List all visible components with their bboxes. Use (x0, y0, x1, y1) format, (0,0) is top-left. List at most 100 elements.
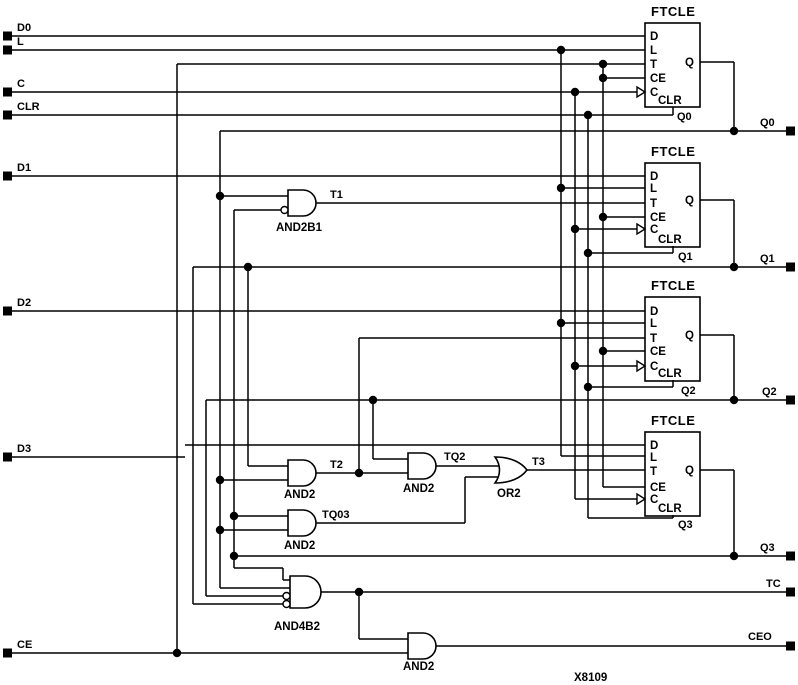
junction-dot (729, 126, 739, 136)
ff1-port-t: T (650, 198, 657, 210)
ff0-port-ce: CE (650, 73, 666, 85)
input-label-d0: D0 (17, 22, 31, 34)
or2-body (493, 456, 529, 484)
ff3-body (644, 431, 701, 517)
and4b2-invert-bubble-icon-2 (282, 599, 291, 609)
junction-dot (556, 45, 566, 55)
output-label-tc: TC (766, 578, 781, 590)
ff0-port-l: L (650, 45, 657, 57)
pad-tc (786, 587, 795, 597)
ff2-port-q: Q (685, 330, 694, 342)
junction-dot (229, 511, 239, 521)
ff3-block: FTCLE D L T CE C CLR Q Q3 (636, 413, 701, 531)
pad-d1 (3, 171, 12, 181)
and4b2-label: AND4B2 (274, 621, 320, 633)
junction-dot (354, 468, 364, 478)
or2-label: OR2 (497, 488, 521, 500)
and2-tq2-label: AND2 (403, 483, 434, 495)
and2-tq2-body (407, 452, 437, 480)
junction-dot (583, 382, 593, 392)
and2-ceo-label: AND2 (403, 661, 434, 673)
io-labels: D0 L C CLR D1 D2 D3 CE Q0 Q1 Q2 Q3 TC CE… (17, 22, 781, 651)
ff3-port-ce: CE (650, 482, 666, 494)
junction-dot (243, 262, 253, 272)
junction-dot (570, 87, 580, 97)
pad-d0 (3, 31, 12, 41)
junction-dot (215, 475, 225, 485)
junction-dot (729, 395, 739, 405)
ff1-port-ce: CE (650, 212, 666, 224)
ff2-port-l: L (650, 318, 657, 330)
junction-dot (556, 183, 566, 193)
and4b2-invert-bubble-icon-1 (282, 591, 291, 601)
ff1-title: FTCLE (651, 144, 695, 159)
ff3-port-c: C (650, 494, 658, 506)
ff3-clock-wedge-icon (636, 492, 647, 506)
gate-and2-tq03: AND2 TQ03 (284, 509, 350, 552)
wires-horizontal (12, 35, 786, 654)
ff0-port-c: C (650, 87, 658, 99)
ff3-port-clr: CLR (658, 503, 682, 515)
input-label-d1: D1 (17, 162, 31, 174)
junction-dot (215, 191, 225, 201)
ff2-port-ce: CE (650, 346, 666, 358)
input-label-d2: D2 (17, 297, 31, 309)
ff3-title: FTCLE (651, 413, 695, 428)
pad-ce (3, 648, 12, 658)
gate-and2b1: AND2B1 T1 (276, 189, 343, 234)
output-label-q1: Q1 (760, 253, 775, 265)
pad-l (3, 45, 12, 55)
junction-dot (598, 59, 608, 69)
ff0-port-t: T (650, 59, 657, 71)
junction-dot (570, 224, 580, 234)
ff1-body (644, 162, 701, 248)
and4b2-body (289, 575, 322, 609)
pad-c (3, 87, 12, 97)
output-label-ceo: CEO (748, 631, 772, 643)
figure-id-label: X8109 (574, 672, 607, 684)
ff0-title: FTCLE (651, 4, 695, 19)
ff2-title: FTCLE (651, 278, 695, 293)
and2-tq03-body (287, 509, 317, 537)
ff2-clock-wedge-icon (636, 359, 647, 373)
ff3-instance-label: Q3 (678, 519, 693, 531)
ff3-port-t: T (650, 466, 657, 478)
and2-ceo-body (407, 632, 437, 660)
net-t3-label: T3 (532, 456, 545, 468)
junction-dot (215, 525, 225, 535)
pad-ceo (786, 641, 795, 651)
and2-tq03-label: AND2 (284, 540, 315, 552)
pad-q1 (786, 262, 795, 272)
pad-q2 (786, 395, 795, 405)
ff1-instance-label: Q1 (678, 251, 693, 263)
junction-dot (556, 318, 566, 328)
ff0-port-d: D (650, 31, 658, 43)
pad-q0 (786, 126, 795, 136)
ff2-port-d: D (650, 306, 658, 318)
gate-and2-ceo: AND2 (403, 632, 437, 673)
pad-clr (3, 110, 12, 120)
ff1-block: FTCLE D L T CE C CLR Q Q1 (636, 144, 701, 263)
input-label-l: L (17, 36, 24, 48)
ff2-body (644, 296, 701, 382)
ff2-port-t: T (650, 333, 657, 345)
junction-dot (229, 551, 239, 561)
junction-dot (570, 361, 580, 371)
ff1-port-d: D (650, 171, 658, 183)
pad-d3 (3, 452, 12, 462)
junction-dot (598, 346, 608, 356)
output-label-q0: Q0 (760, 117, 775, 129)
junction-dot (368, 395, 378, 405)
wires-vertical (176, 50, 735, 653)
ff3-port-d: D (650, 440, 658, 452)
gate-and2-tq2: AND2 TQ2 (403, 451, 465, 495)
ff0-port-clr: CLR (658, 95, 682, 107)
and2-t2-body (287, 459, 317, 487)
pad-d2 (3, 306, 12, 316)
ff1-clock-wedge-icon (636, 222, 647, 236)
ff0-port-q: Q (685, 57, 694, 69)
junction-dot (354, 587, 364, 597)
junction-dot (729, 551, 739, 561)
